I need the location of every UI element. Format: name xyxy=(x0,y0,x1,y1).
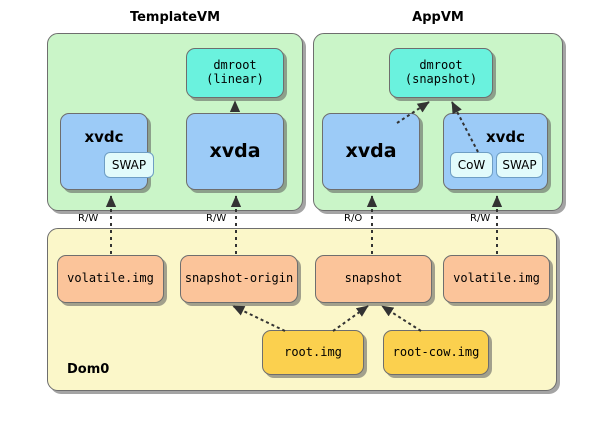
panel-title-templatevm: TemplateVM xyxy=(129,10,221,25)
appvm-xvdc-label: xvdc xyxy=(485,128,526,146)
io-label-template-xvdc: R/W xyxy=(78,213,99,224)
appvm-dmroot-line1: dmroot xyxy=(419,58,463,73)
io-label-app-xvda: R/O xyxy=(344,213,363,224)
appvm-dmroot-box[interactable]: dmroot(snapshot) xyxy=(389,48,493,98)
templatevm-dmroot-box[interactable]: dmroot(linear) xyxy=(186,48,284,98)
io-label-app-xvdc: R/W xyxy=(470,213,491,224)
templatevm-dmroot-line2: (linear) xyxy=(206,72,264,86)
templatevm-dmroot-line1: dmroot xyxy=(213,58,257,73)
dom0-file-snapshot[interactable]: snapshot xyxy=(315,255,432,303)
appvm-xvda-box[interactable] xyxy=(322,113,420,190)
templatevm-xvdc-label: xvdc xyxy=(84,128,124,146)
appvm-dmroot-label: dmroot(snapshot) xyxy=(404,58,478,87)
appvm-xvda-label: xvda xyxy=(345,140,397,162)
dom0-file-snapshot-origin[interactable]: snapshot-origin xyxy=(180,255,298,303)
templatevm-xvda-box[interactable] xyxy=(186,113,284,190)
dom0-file-root-cow-img[interactable]: root-cow.img xyxy=(383,330,489,375)
panel-title-appvm: AppVM xyxy=(412,10,464,25)
dom0-file-volatile-img-left[interactable]: volatile.img xyxy=(57,255,164,303)
dom0-label: Dom0 xyxy=(67,362,110,377)
templatevm-xvda-label: xvda xyxy=(209,140,261,162)
io-label-template-xvda: R/W xyxy=(206,213,227,224)
templatevm-dmroot-label: dmroot(linear) xyxy=(206,58,264,87)
templatevm-xvdc-swap-region[interactable]: SWAP xyxy=(104,152,154,178)
appvm-xvdc-swap-region[interactable]: SWAP xyxy=(496,152,543,178)
dom0-file-volatile-img-right[interactable]: volatile.img xyxy=(443,255,550,303)
dom0-file-root-img[interactable]: root.img xyxy=(262,330,364,375)
appvm-xvdc-cow-region[interactable]: CoW xyxy=(450,152,493,178)
appvm-dmroot-line2: (snapshot) xyxy=(404,72,478,86)
